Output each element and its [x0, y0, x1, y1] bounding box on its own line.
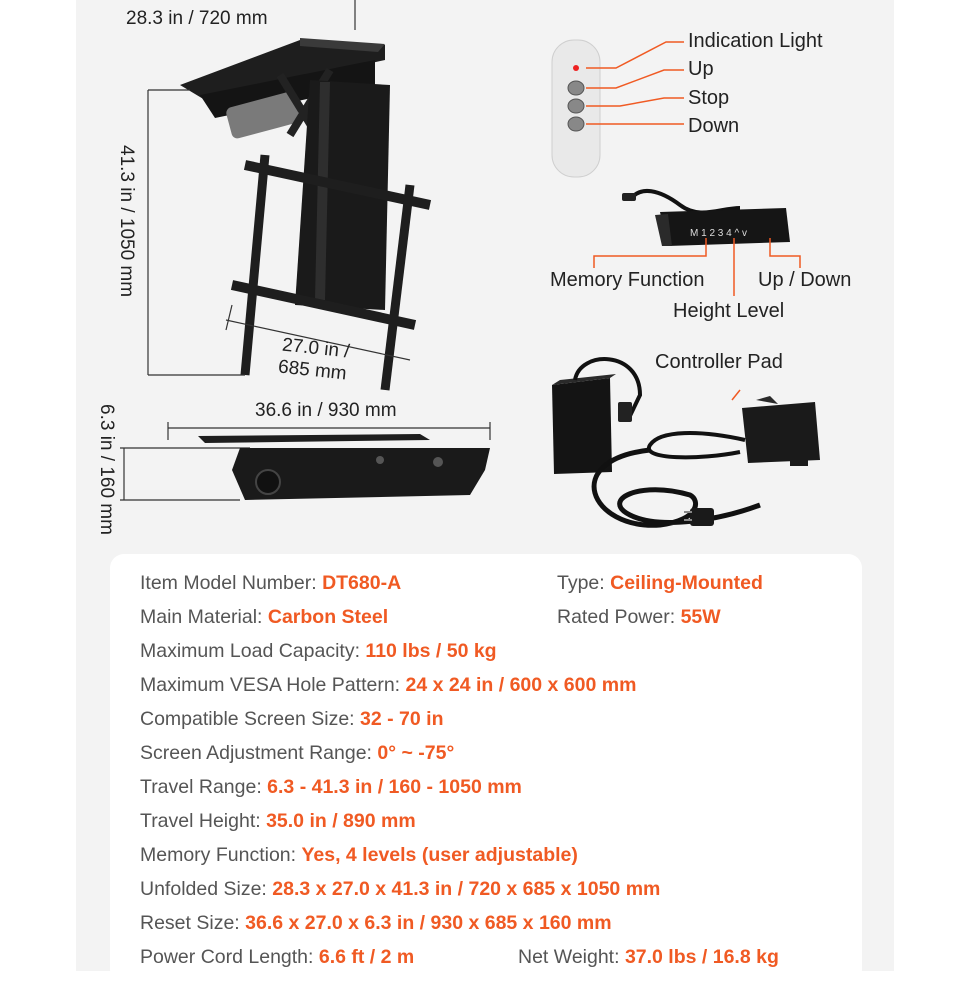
callout-up-down: Up / Down [758, 269, 852, 291]
dimension-height: 41.3 in / 1050 mm [116, 145, 137, 298]
callout-controller-pad: Controller Pad [655, 351, 783, 373]
callout-down: Down [688, 115, 740, 137]
power-adapter-illustration [552, 357, 820, 528]
spec-screen-size: Compatible Screen Size: 32 - 70 in [140, 708, 444, 730]
dimension-top-width: 28.3 in / 720 mm [126, 8, 268, 29]
keypad-illustration: M 1 2 3 4 ^ v [593, 189, 801, 296]
spec-vesa-pattern: Maximum VESA Hole Pattern: 24 x 24 in / … [140, 674, 637, 696]
spec-rated-power: Rated Power: 55W [557, 606, 721, 628]
callout-up: Up [688, 58, 714, 80]
spec-travel-range: Travel Range: 6.3 - 41.3 in / 160 - 1050… [140, 776, 522, 798]
remote-control-illustration [551, 39, 684, 178]
spec-item-model-number: Item Model Number: DT680-A [140, 572, 402, 594]
reset-mount-illustration [120, 422, 491, 501]
spec-card [110, 554, 862, 984]
product-illustrations: M 1 2 3 4 ^ v [120, 0, 820, 528]
dimension-reset-width: 36.6 in / 930 mm [255, 400, 397, 421]
unfolded-mount-illustration [147, 0, 432, 391]
spec-memory-function: Memory Function: Yes, 4 levels (user adj… [140, 844, 578, 866]
spec-max-load: Maximum Load Capacity: 110 lbs / 50 kg [140, 640, 497, 662]
spec-main-material: Main Material: Carbon Steel [140, 606, 389, 628]
spec-unfolded-size: Unfolded Size: 28.3 x 27.0 x 41.3 in / 7… [140, 878, 661, 900]
spec-type: Type: Ceiling-Mounted [557, 572, 763, 594]
callout-memory-function: Memory Function [550, 269, 705, 291]
callout-height-level: Height Level [673, 300, 785, 322]
dimension-reset-height: 6.3 in / 160 mm [96, 404, 117, 535]
spec-reset-size: Reset Size: 36.6 x 27.0 x 6.3 in / 930 x… [140, 912, 612, 934]
callout-stop: Stop [688, 87, 730, 109]
spec-travel-height: Travel Height: 35.0 in / 890 mm [140, 810, 416, 832]
spec-net-weight: Net Weight: 37.0 lbs / 16.8 kg [518, 946, 779, 968]
spec-power-cord-length: Power Cord Length: 6.6 ft / 2 m [140, 946, 415, 968]
spec-adjustment-range: Screen Adjustment Range: 0° ~ -75° [140, 742, 455, 764]
callout-indication-light: Indication Light [688, 30, 823, 52]
keypad-labels: M 1 2 3 4 ^ v [690, 228, 747, 239]
